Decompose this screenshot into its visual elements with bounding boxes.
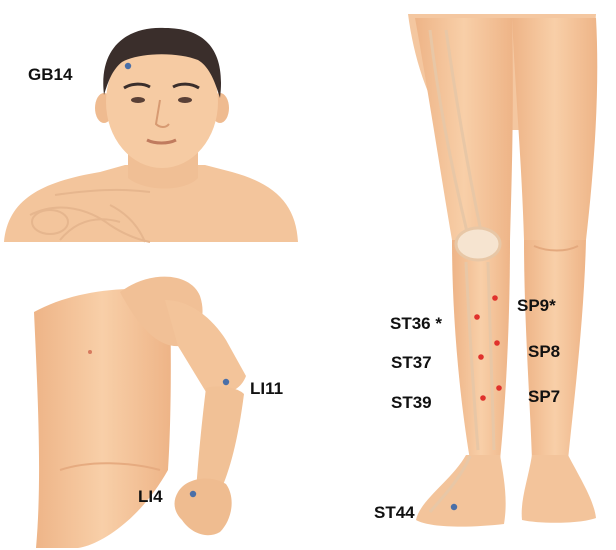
head-illustration — [4, 28, 298, 242]
leg-left-shin — [452, 240, 510, 460]
point-gb14 — [125, 63, 131, 69]
label-sp8: SP8 — [528, 343, 560, 360]
label-st44: ST44 — [374, 504, 415, 521]
label-li11: LI11 — [250, 380, 283, 397]
point-sp9 — [492, 295, 498, 301]
point-li11 — [223, 379, 229, 385]
label-li4: LI4 — [138, 488, 163, 505]
point-sp7 — [496, 385, 502, 391]
point-li4 — [190, 491, 196, 497]
hand — [175, 478, 232, 535]
forearm — [196, 386, 244, 492]
foot-right — [522, 455, 596, 523]
foot-left — [416, 455, 506, 527]
label-gb14: GB14 — [28, 66, 72, 83]
leg-left-thigh — [415, 18, 513, 240]
label-sp7: SP7 — [528, 388, 560, 405]
upper-arm — [165, 300, 246, 394]
arm-illustration — [34, 277, 246, 548]
point-sp8 — [494, 340, 500, 346]
point-st39 — [480, 395, 486, 401]
label-st37: ST37 — [391, 354, 432, 371]
point-st36 — [474, 314, 480, 320]
point-st37 — [478, 354, 484, 360]
leg-right-thigh — [512, 18, 597, 240]
label-st39: ST39 — [391, 394, 432, 411]
label-st36: ST36 * — [390, 315, 442, 332]
legs-illustration — [408, 14, 597, 527]
point-st44 — [451, 504, 457, 510]
label-sp9: SP9* — [517, 297, 556, 314]
